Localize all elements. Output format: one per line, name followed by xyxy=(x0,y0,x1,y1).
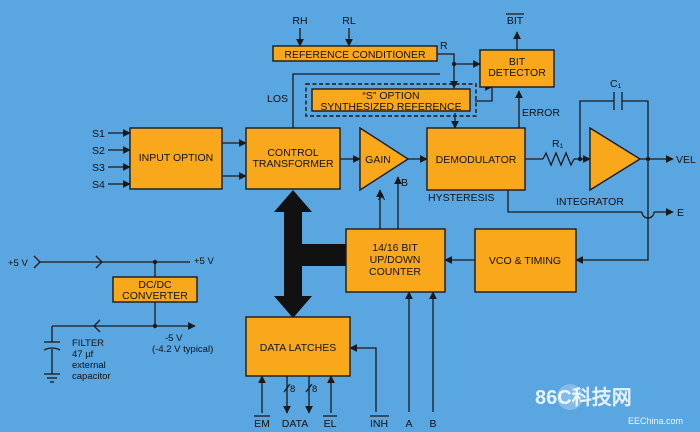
rl-label: RL xyxy=(342,15,356,27)
watermark-site: EEChina.com xyxy=(628,416,683,426)
integrator-label: INTEGRATOR xyxy=(556,196,624,208)
dcdc-label-2: CONVERTER xyxy=(122,290,188,302)
minus5-label: -5 V xyxy=(165,333,183,344)
bus-b-label: B xyxy=(429,418,436,430)
s-option-label-1: “S” OPTION xyxy=(362,90,419,102)
reference-conditioner-block xyxy=(272,45,438,62)
e-label: E xyxy=(677,207,684,219)
vco-timing-label: VCO & TIMING xyxy=(489,255,561,267)
data-latches-label: DATA LATCHES xyxy=(260,342,336,354)
input-option-label: INPUT OPTION xyxy=(139,152,213,164)
data-bus-arrow xyxy=(274,190,346,318)
s-option-label-2: SYNTHESIZED REFERENCE xyxy=(320,101,461,113)
gain-a-label: A xyxy=(378,191,385,203)
dcdc-converter-block xyxy=(112,276,198,303)
reference-conditioner-label: REFERENCE CONDITIONER xyxy=(284,49,426,61)
data-label: DATA xyxy=(282,418,308,430)
s-option-outline xyxy=(305,83,477,117)
counter-block xyxy=(345,228,446,293)
wires xyxy=(33,28,674,414)
bit-detector-block xyxy=(479,49,555,88)
vel-label: VEL xyxy=(676,154,696,166)
r1-label: R₁ xyxy=(552,138,564,150)
rh-label: RH xyxy=(292,15,307,27)
bit-detector-label-1: BIT xyxy=(509,56,526,68)
r-label: R xyxy=(440,40,448,52)
plus5-in-label: +5 V xyxy=(8,258,28,269)
counter-label-2: UP/DOWN xyxy=(370,254,421,266)
demodulator-label: DEMODULATOR xyxy=(436,154,517,166)
vco-timing-block xyxy=(474,228,577,293)
s3-label: S3 xyxy=(92,162,105,174)
demodulator-block xyxy=(426,127,526,191)
filter-label-1: FILTER xyxy=(72,338,104,349)
s4-label: S4 xyxy=(92,179,105,191)
counter-label-1: 14/16 BIT xyxy=(372,242,418,254)
bit-detector-label-2: DETECTOR xyxy=(488,67,546,79)
bit-output-label: BIT xyxy=(507,15,524,27)
s-option-block xyxy=(311,88,471,112)
s2-label: S2 xyxy=(92,145,105,157)
counter-label-3: COUNTER xyxy=(369,266,421,278)
inh-label: INH xyxy=(370,418,388,430)
integrator-amplifier xyxy=(589,126,642,192)
filter-label-4: capacitor xyxy=(72,371,111,382)
plus5-out-label: +5 V xyxy=(194,256,214,267)
c1-label: C₁ xyxy=(610,78,622,90)
gain-amplifier xyxy=(359,126,410,192)
los-label: LOS xyxy=(267,93,288,105)
dcdc-label-1: DC/DC xyxy=(138,279,172,291)
watermark-logo: 86C科技网 xyxy=(535,385,632,409)
hysteresis-label: HYSTERESIS xyxy=(428,192,495,204)
input-option-block xyxy=(129,127,223,190)
error-label: ERROR xyxy=(522,107,560,119)
filter-label-3: external xyxy=(72,360,106,371)
minus5-note: (-4.2 V typical) xyxy=(152,344,213,355)
em-label: EM xyxy=(254,418,270,430)
s1-label: S1 xyxy=(92,128,105,140)
resistor-r1 xyxy=(542,151,575,167)
bus-width-8a: 8 xyxy=(290,384,295,395)
control-transformer-label-1: CONTROL xyxy=(267,147,318,159)
data-latches-block xyxy=(245,316,351,377)
watermark: 86C科技网 EEChina.com xyxy=(535,384,683,426)
filter-label-2: 47 µf xyxy=(72,349,94,360)
control-transformer-label-2: TRANSFORMER xyxy=(252,158,334,170)
el-label: EL xyxy=(324,418,337,430)
gain-label: GAIN xyxy=(365,154,391,166)
control-transformer-block xyxy=(245,127,341,190)
bus-a-label: A xyxy=(405,418,412,430)
gain-b-label: B xyxy=(401,177,408,189)
bus-width-8b: 8 xyxy=(312,384,317,395)
